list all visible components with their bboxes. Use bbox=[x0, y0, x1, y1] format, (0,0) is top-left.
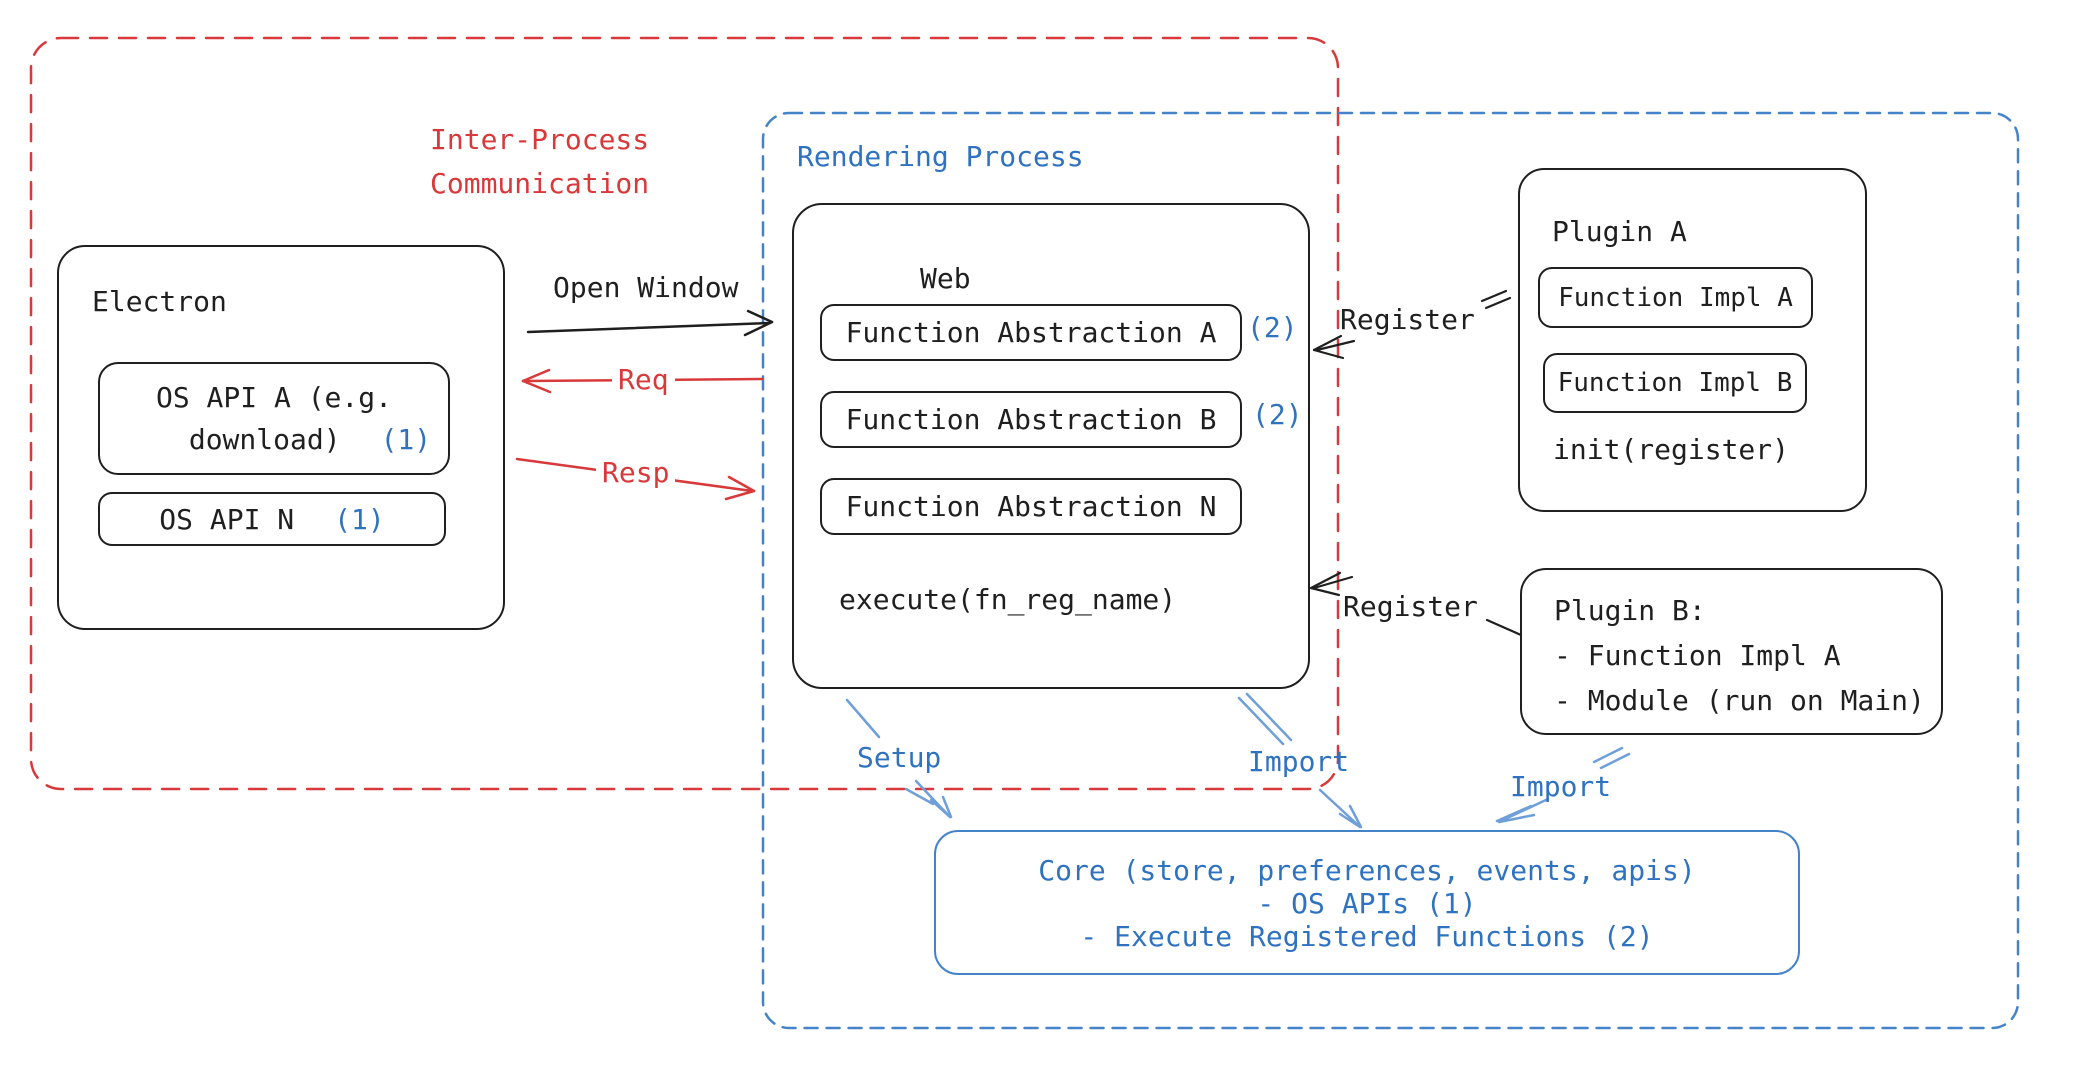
ref-1-badge: (1) bbox=[380, 422, 432, 456]
import-plugin-arrow bbox=[1495, 746, 1631, 824]
setup-label: Setup bbox=[857, 741, 942, 774]
import-web-label: Import bbox=[1248, 745, 1350, 778]
register-a-arrow bbox=[1312, 289, 1512, 360]
plugin-b-item-module: - Module (run on Main) bbox=[1554, 684, 1925, 717]
setup-arrow bbox=[845, 698, 953, 819]
ref-2-badge: (2) bbox=[1252, 398, 1303, 431]
plugin-b-title: Plugin B: bbox=[1554, 594, 1706, 627]
function-abstraction-a-box: Function Abstraction A bbox=[820, 304, 1242, 361]
electron-box bbox=[57, 245, 505, 630]
plugin-b-item-impl-a: - Function Impl A bbox=[1554, 639, 1841, 672]
register-a-label: Register bbox=[1340, 303, 1475, 336]
os-api-a-line1: OS API A (e.g. bbox=[155, 380, 392, 414]
ref-2-badge: (2) bbox=[1247, 311, 1298, 344]
import-plugin-label: Import bbox=[1510, 770, 1612, 803]
plugin-a-box bbox=[1518, 168, 1867, 512]
os-api-a-box: OS API A (e.g. download)(1) bbox=[98, 362, 450, 475]
core-item-execute: - Execute Registered Functions (2) bbox=[1080, 920, 1654, 953]
register-b-arrow bbox=[1309, 571, 1523, 637]
ipc-dashed-region bbox=[29, 36, 1340, 791]
open-window-arrow bbox=[526, 309, 774, 337]
rendering-dashed-region bbox=[761, 111, 2020, 1030]
execute-call-label: execute(fn_reg_name) bbox=[839, 583, 1177, 616]
os-api-n-label: OS API N bbox=[159, 502, 295, 536]
ref-1-badge: (1) bbox=[334, 502, 385, 536]
function-abstraction-b-box: Function Abstraction B bbox=[820, 391, 1242, 448]
core-item-os-apis: - OS APIs (1) bbox=[1257, 887, 1477, 920]
function-impl-b-box: Function Impl B bbox=[1543, 353, 1807, 413]
core-box: Core (store, preferences, events, apis) … bbox=[934, 830, 1800, 975]
web-title: Web bbox=[920, 262, 971, 295]
rendering-region-title: Rendering Process bbox=[797, 140, 1084, 173]
open-window-label: Open Window bbox=[553, 271, 739, 304]
function-impl-a-box: Function Impl A bbox=[1538, 267, 1813, 328]
electron-title: Electron bbox=[92, 285, 227, 318]
register-b-label: Register bbox=[1343, 590, 1478, 623]
plugin-a-title: Plugin A bbox=[1552, 215, 1687, 248]
function-abstraction-n-box: Function Abstraction N bbox=[820, 478, 1242, 535]
os-api-a-line2: download)(1) bbox=[188, 422, 432, 456]
plugin-b-box: Plugin B: - Function Impl A - Module (ru… bbox=[1520, 568, 1943, 735]
core-title: Core (store, preferences, events, apis) bbox=[1038, 854, 1696, 887]
resp-label: Resp bbox=[596, 458, 676, 488]
import-web-arrow bbox=[1237, 692, 1363, 829]
init-register-label: init(register) bbox=[1553, 433, 1790, 466]
req-label: Req bbox=[612, 365, 675, 395]
os-api-n-box: OS API N (1) bbox=[98, 492, 446, 546]
web-box bbox=[792, 203, 1310, 689]
